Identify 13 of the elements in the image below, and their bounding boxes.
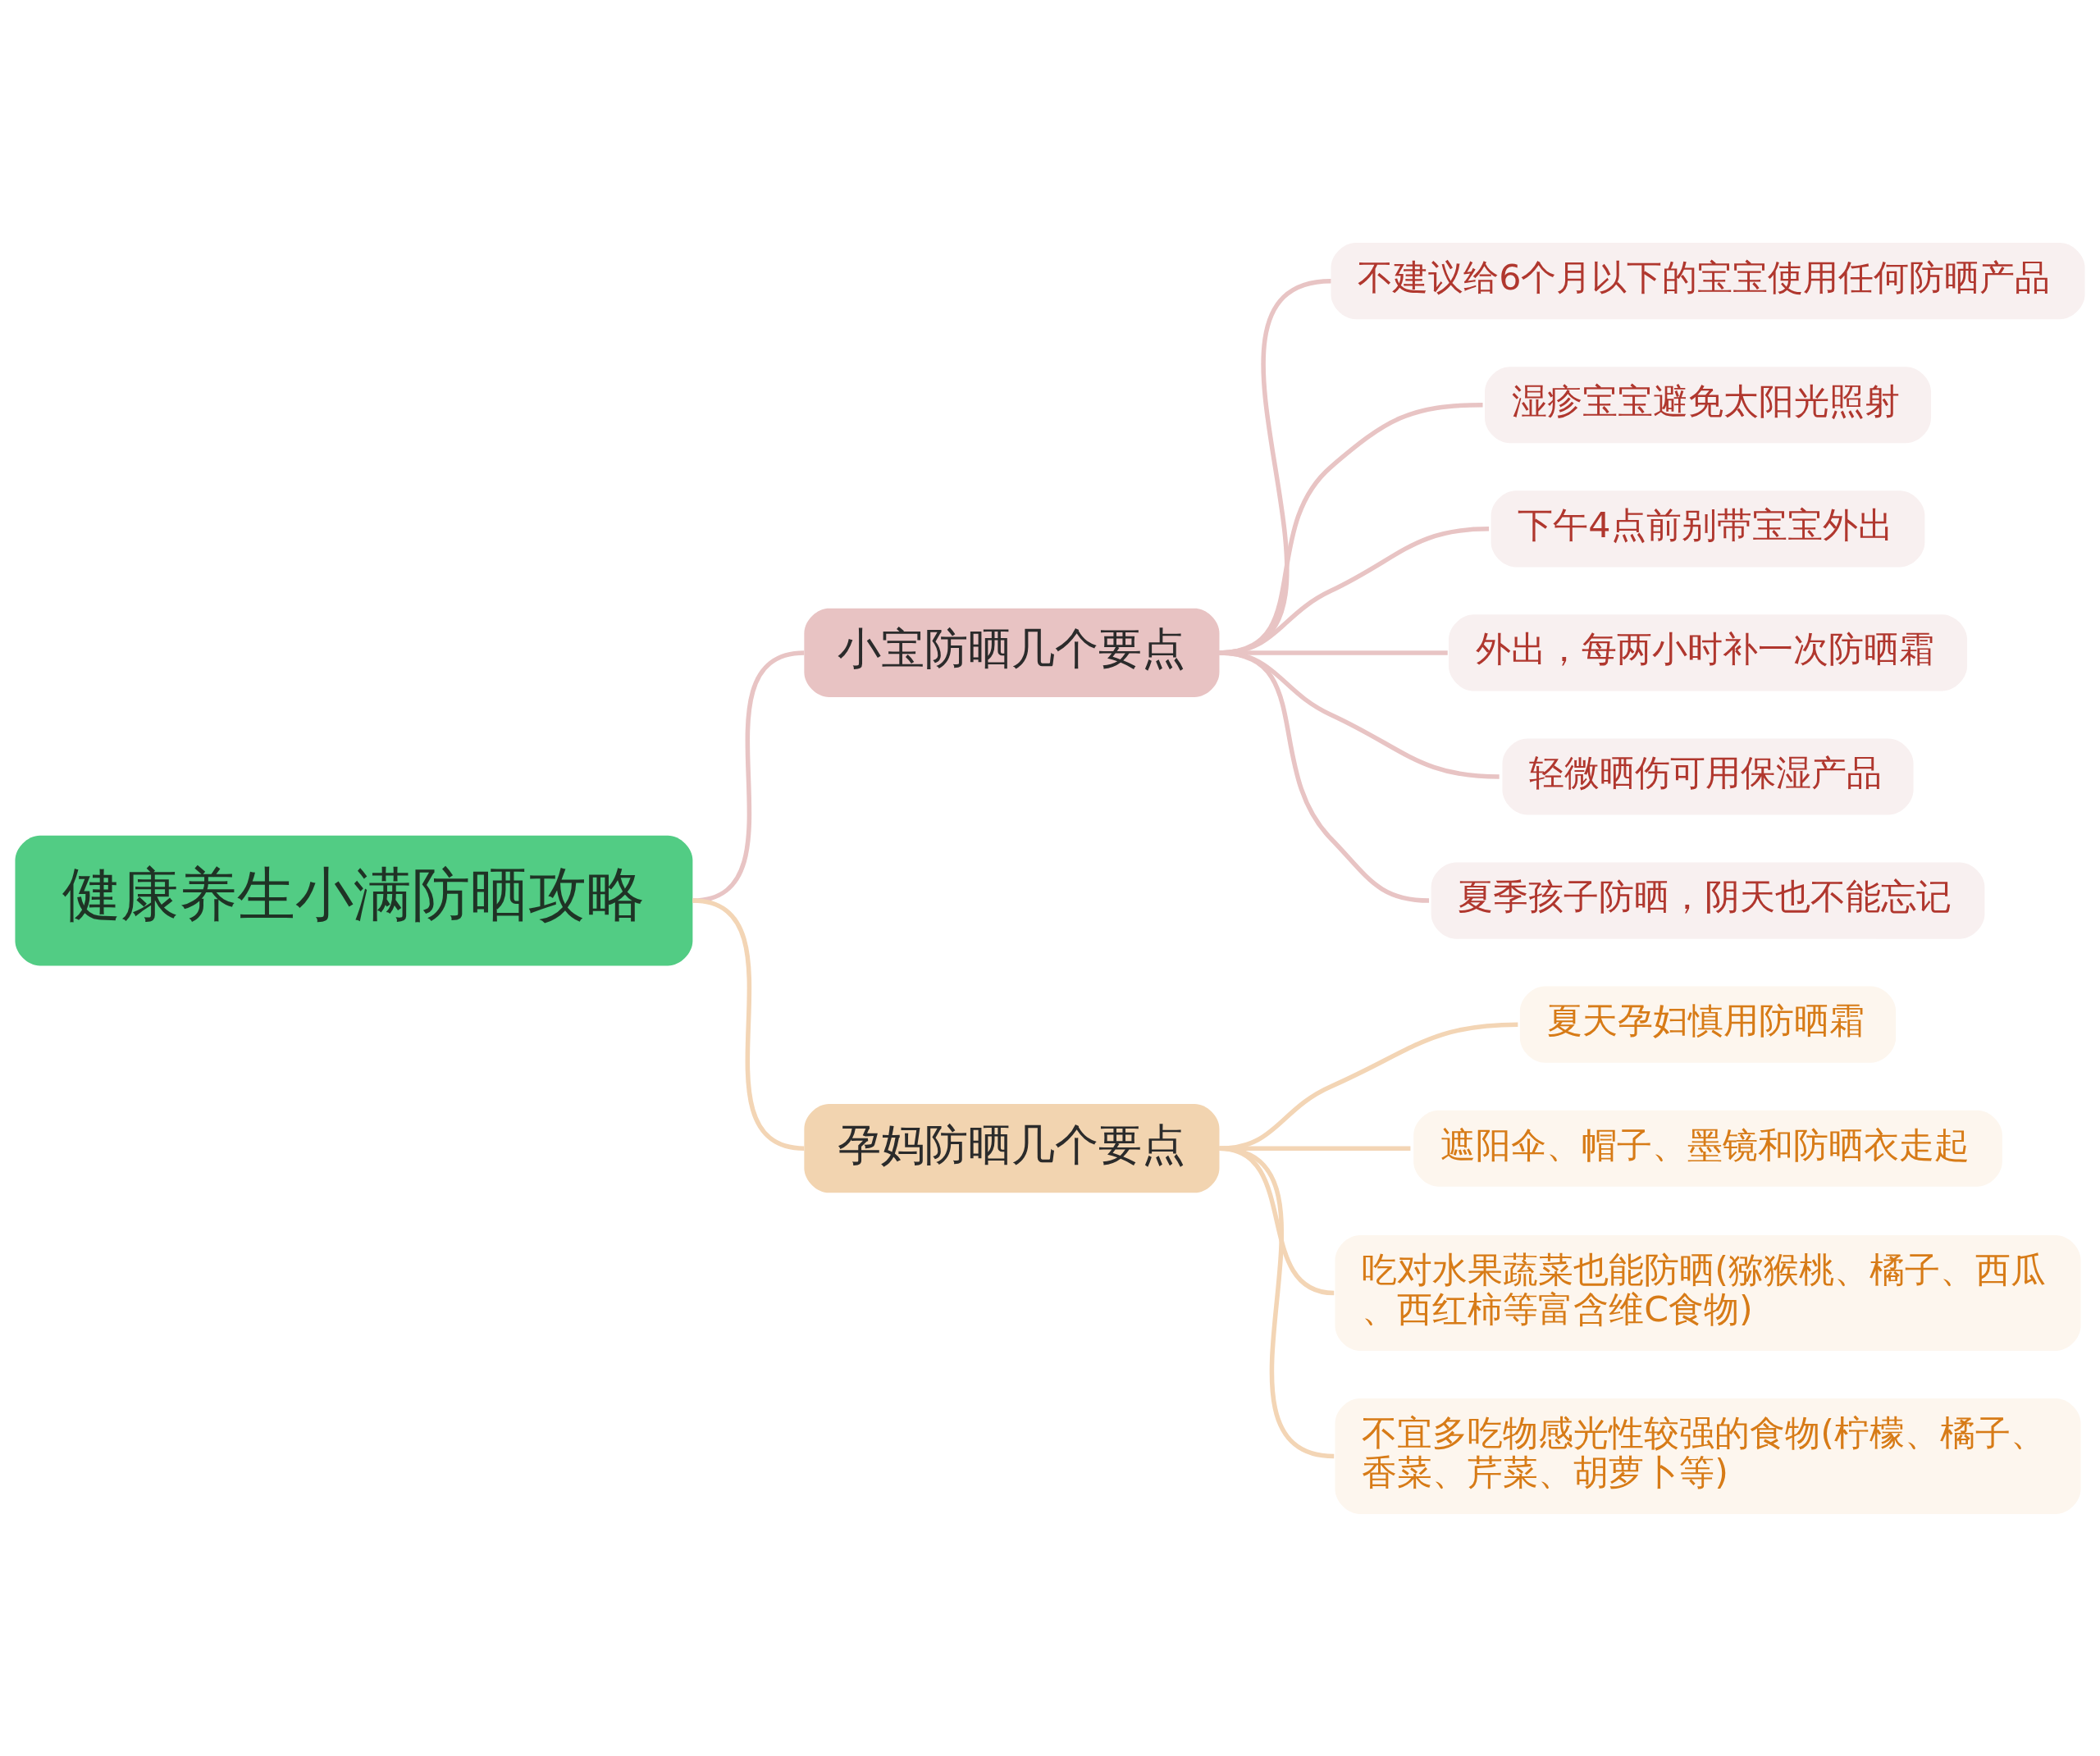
node-box: 孕妈防晒几个要点 <box>804 1103 1220 1193</box>
node-box: 外出，每两小时补一次防晒霜 <box>1449 613 1967 691</box>
connector <box>1218 1146 1335 1458</box>
connector <box>1219 1146 1335 1295</box>
connector <box>692 897 805 1151</box>
connector <box>1219 650 1430 903</box>
node-box: 小宝防晒几个要点 <box>804 608 1220 697</box>
node-box: 吃对水果蔬菜也能防晒(猕猴桃、橘子、西瓜、西红柿等富含维C食物) <box>1335 1234 2081 1351</box>
node-box: 健康养生小满防晒攻略 <box>15 835 693 965</box>
node-box: 不建议给6个月以下的宝宝使用任何防晒产品 <box>1331 242 2085 319</box>
node-box: 不宜多吃物感光性较强的食物(柠檬、橘子、香菜、芹菜、胡萝卜等) <box>1335 1398 2081 1514</box>
connector <box>1219 1021 1518 1151</box>
node-box: 夏天孕妇慎用防晒霜 <box>1519 986 1897 1063</box>
